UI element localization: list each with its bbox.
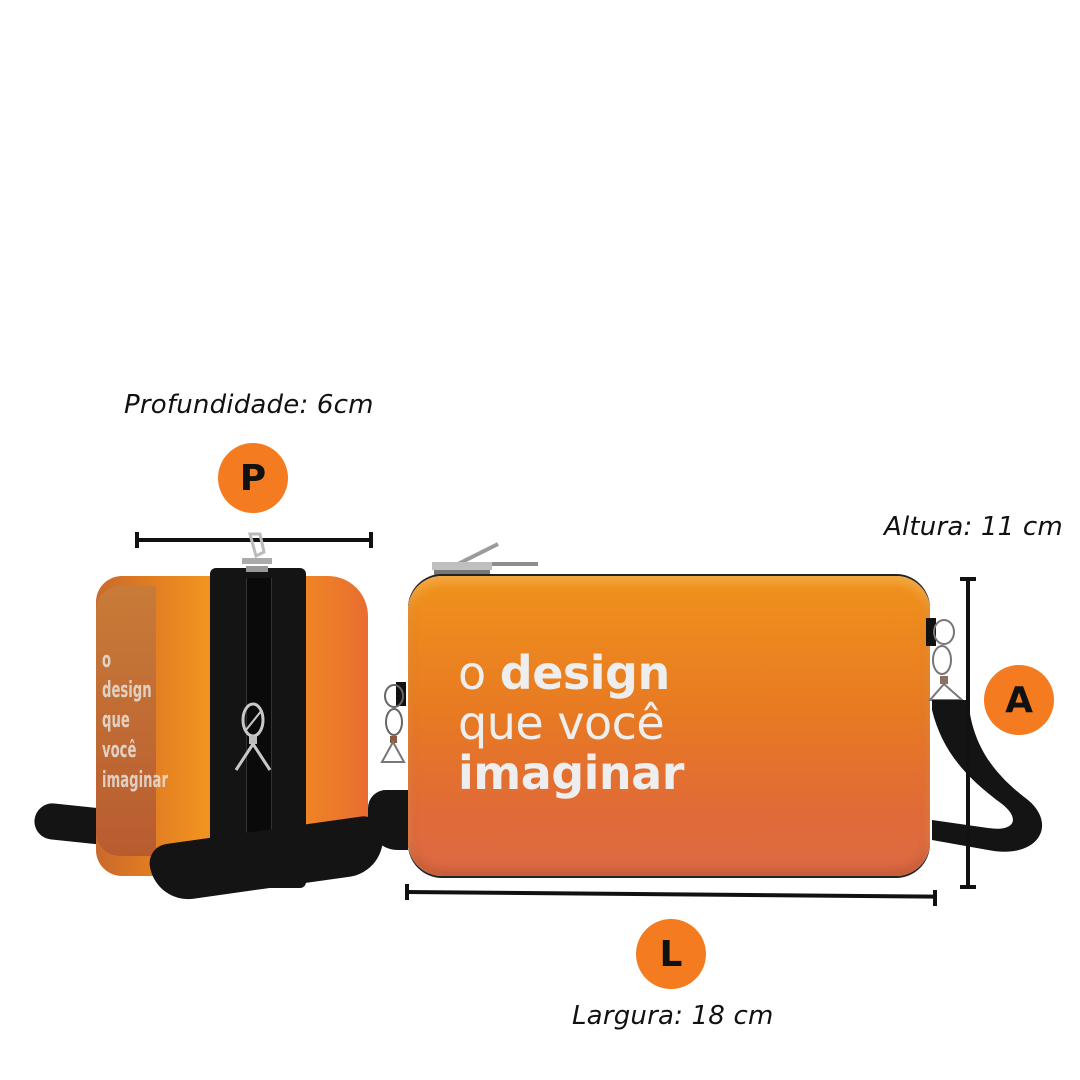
right-strap-loop [928,700,1048,860]
side-print-text: o design que você imaginar [102,648,168,793]
depth-badge: P [218,443,288,513]
width-measure-line [404,884,937,906]
width-badge: L [636,919,706,989]
middle-strap [368,790,408,850]
left-clasp-icon [378,682,408,792]
height-label: Altura: 11 cm [884,512,1063,542]
side-panel: o design que você imaginar [96,586,168,856]
side-top-zip-pull-icon [236,530,276,574]
width-label: Largura: 18 cm [572,1001,774,1031]
height-measure-line [960,577,976,889]
height-badge: A [984,665,1054,735]
side-clasp-icon [228,680,278,780]
depth-measure-line [135,532,373,548]
front-zip-pull-icon [428,540,540,580]
depth-label: Profundidade: 6cm [124,390,374,420]
front-print-slogan: o design que você imaginar [458,646,684,800]
bag-front-view: o design que você imaginar [408,576,930,876]
